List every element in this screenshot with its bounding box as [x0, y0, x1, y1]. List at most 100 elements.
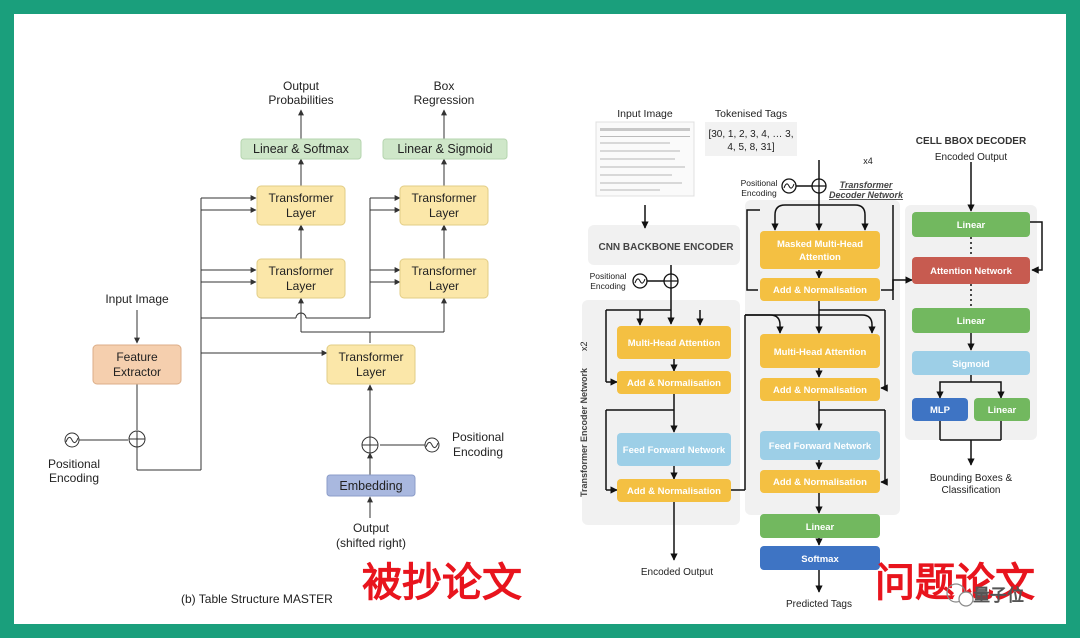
softmax-box	[760, 546, 880, 570]
output-shifted-label: Output	[353, 521, 390, 535]
attention-network-box	[912, 257, 1030, 284]
input-image-thumbnail	[595, 121, 695, 197]
linear-sigmoid-label: Linear & Sigmoid	[397, 142, 492, 156]
enc-addnorm-box	[617, 479, 731, 502]
tl2-label-2: Layer	[429, 206, 459, 220]
watermark: 量子位	[946, 583, 1024, 607]
transformer-layer-box	[399, 185, 489, 226]
copied-paper-label: 被抄论文	[362, 560, 522, 606]
enc-ffn-label: Feed Forward Network	[623, 445, 726, 456]
embedding-label: Embedding	[339, 479, 402, 493]
cell-linear-box	[912, 308, 1030, 333]
input-image-label: Input Image	[105, 292, 169, 306]
mlp-label: MLP	[930, 405, 951, 416]
x4-label: x4	[863, 156, 873, 166]
pos-enc-a-2: Encoding	[590, 281, 626, 291]
decoder-title: Transformer	[840, 180, 893, 190]
enc-mha-label: Multi-Head Attention	[628, 338, 721, 349]
embedding-box	[326, 474, 416, 497]
r-input-image-label: Input Image	[617, 108, 673, 120]
positional-encoding-left-2: Encoding	[49, 471, 99, 485]
dec-ffn-label: Feed Forward Network	[769, 441, 872, 452]
dec-masked-label-2: Attention	[799, 252, 841, 263]
linear-sigmoid-box	[382, 138, 508, 160]
transformer-layer-box	[256, 258, 346, 299]
positional-encoding-right-2: Encoding	[453, 445, 503, 459]
right-labels: Input Image Tokenised Tags [30, 1, 2, 3,…	[590, 108, 1027, 610]
dec-addnorm2-label: Add & Normalisation	[773, 385, 867, 396]
feature-extractor-box	[92, 344, 182, 385]
decoder-title-2: Decoder Network	[829, 190, 904, 200]
mlp-box	[912, 398, 968, 421]
enc-ffn-box	[617, 433, 731, 466]
sigmoid-box	[912, 351, 1030, 375]
linear-box	[760, 514, 880, 538]
cnn-backbone-label: CNN BACKBONE ENCODER	[598, 242, 734, 253]
cell-linear3-label: Linear	[988, 405, 1017, 416]
output-shifted-label-2: (shifted right)	[336, 536, 406, 550]
feature-extractor-label-2: Extractor	[113, 365, 161, 379]
dec-addnorm-box	[760, 470, 880, 493]
right-connectors	[605, 160, 1043, 593]
tl1-label-2: Layer	[286, 206, 316, 220]
positional-encoding-left: Positional	[48, 457, 100, 471]
dec-ffn-box	[760, 431, 880, 460]
left-diagram	[76, 109, 447, 518]
dec-mha-label: Multi-Head Attention	[774, 347, 867, 358]
tokenised-tags-label: Tokenised Tags	[715, 108, 787, 120]
x2-label: x2	[579, 341, 589, 351]
tl4-label-2: Layer	[429, 279, 459, 293]
attention-network-label: Attention Network	[930, 266, 1013, 277]
tags-line-1: [30, 1, 2, 3, 4, … 3,	[708, 129, 793, 140]
cell-encoded-output: Encoded Output	[935, 152, 1007, 163]
linear-softmax-label: Linear & Softmax	[253, 142, 350, 156]
cell-linear1-label: Linear	[957, 220, 986, 231]
transformer-layer-box	[399, 258, 489, 299]
right-symbols	[632, 178, 827, 289]
linear-softmax-box	[240, 138, 362, 160]
enc-addnorm2-label: Add & Normalisation	[627, 486, 721, 497]
bbox-label-2: Classification	[942, 485, 1001, 496]
tl1-label: Transformer	[269, 191, 334, 205]
enc-addnorm1-label: Add & Normalisation	[627, 378, 721, 389]
dec-addnorm1-label: Add & Normalisation	[773, 285, 867, 296]
encoder-side-label: Transformer Encoder Network	[579, 367, 589, 497]
softmax-label: Softmax	[801, 554, 839, 565]
left-boxes	[64, 138, 508, 497]
pos-enc-b-2: Encoding	[741, 188, 777, 198]
tl4-label: Transformer	[412, 264, 477, 278]
transformer-layer-box	[326, 344, 416, 385]
tl2-label: Transformer	[412, 191, 477, 205]
tl3-label: Transformer	[269, 264, 334, 278]
cell-bbox-title: CELL BBOX DECODER	[916, 136, 1027, 147]
cell-linear-box	[974, 398, 1030, 421]
transformer-layer-box	[256, 185, 346, 226]
sigmoid-label: Sigmoid	[952, 359, 990, 370]
feature-extractor-label: Feature	[116, 350, 158, 364]
dec-addnorm-box	[760, 278, 880, 301]
output-probabilities-label-2: Probabilities	[268, 93, 333, 107]
tl5-label-2: Layer	[356, 365, 386, 379]
tl5-label: Transformer	[339, 350, 404, 364]
dec-mha-box	[760, 334, 880, 368]
left-labels: Output Probabilities Box Regression Line…	[48, 79, 504, 550]
problem-paper-label: 问题论文	[875, 560, 1035, 606]
enc-addnorm-box	[617, 371, 731, 394]
dec-addnorm3-label: Add & Normalisation	[773, 477, 867, 488]
cnn-panel	[588, 225, 740, 265]
box-regression-label: Box	[434, 79, 455, 93]
dec-masked-box	[760, 231, 880, 269]
cell-linear2-label: Linear	[957, 316, 986, 327]
encoded-output-label: Encoded Output	[641, 567, 713, 578]
predicted-tags-label: Predicted Tags	[786, 599, 852, 610]
enc-mha-box	[617, 326, 731, 359]
watermark-text: 量子位	[973, 585, 1024, 606]
box-regression-label-2: Regression	[414, 93, 475, 107]
tokenised-tags-box	[705, 122, 797, 156]
pos-enc-b: Positional	[741, 178, 778, 188]
right-boxes	[617, 212, 1030, 570]
dec-addnorm-box	[760, 378, 880, 401]
figure-caption: (b) Table Structure MASTER	[181, 592, 333, 606]
